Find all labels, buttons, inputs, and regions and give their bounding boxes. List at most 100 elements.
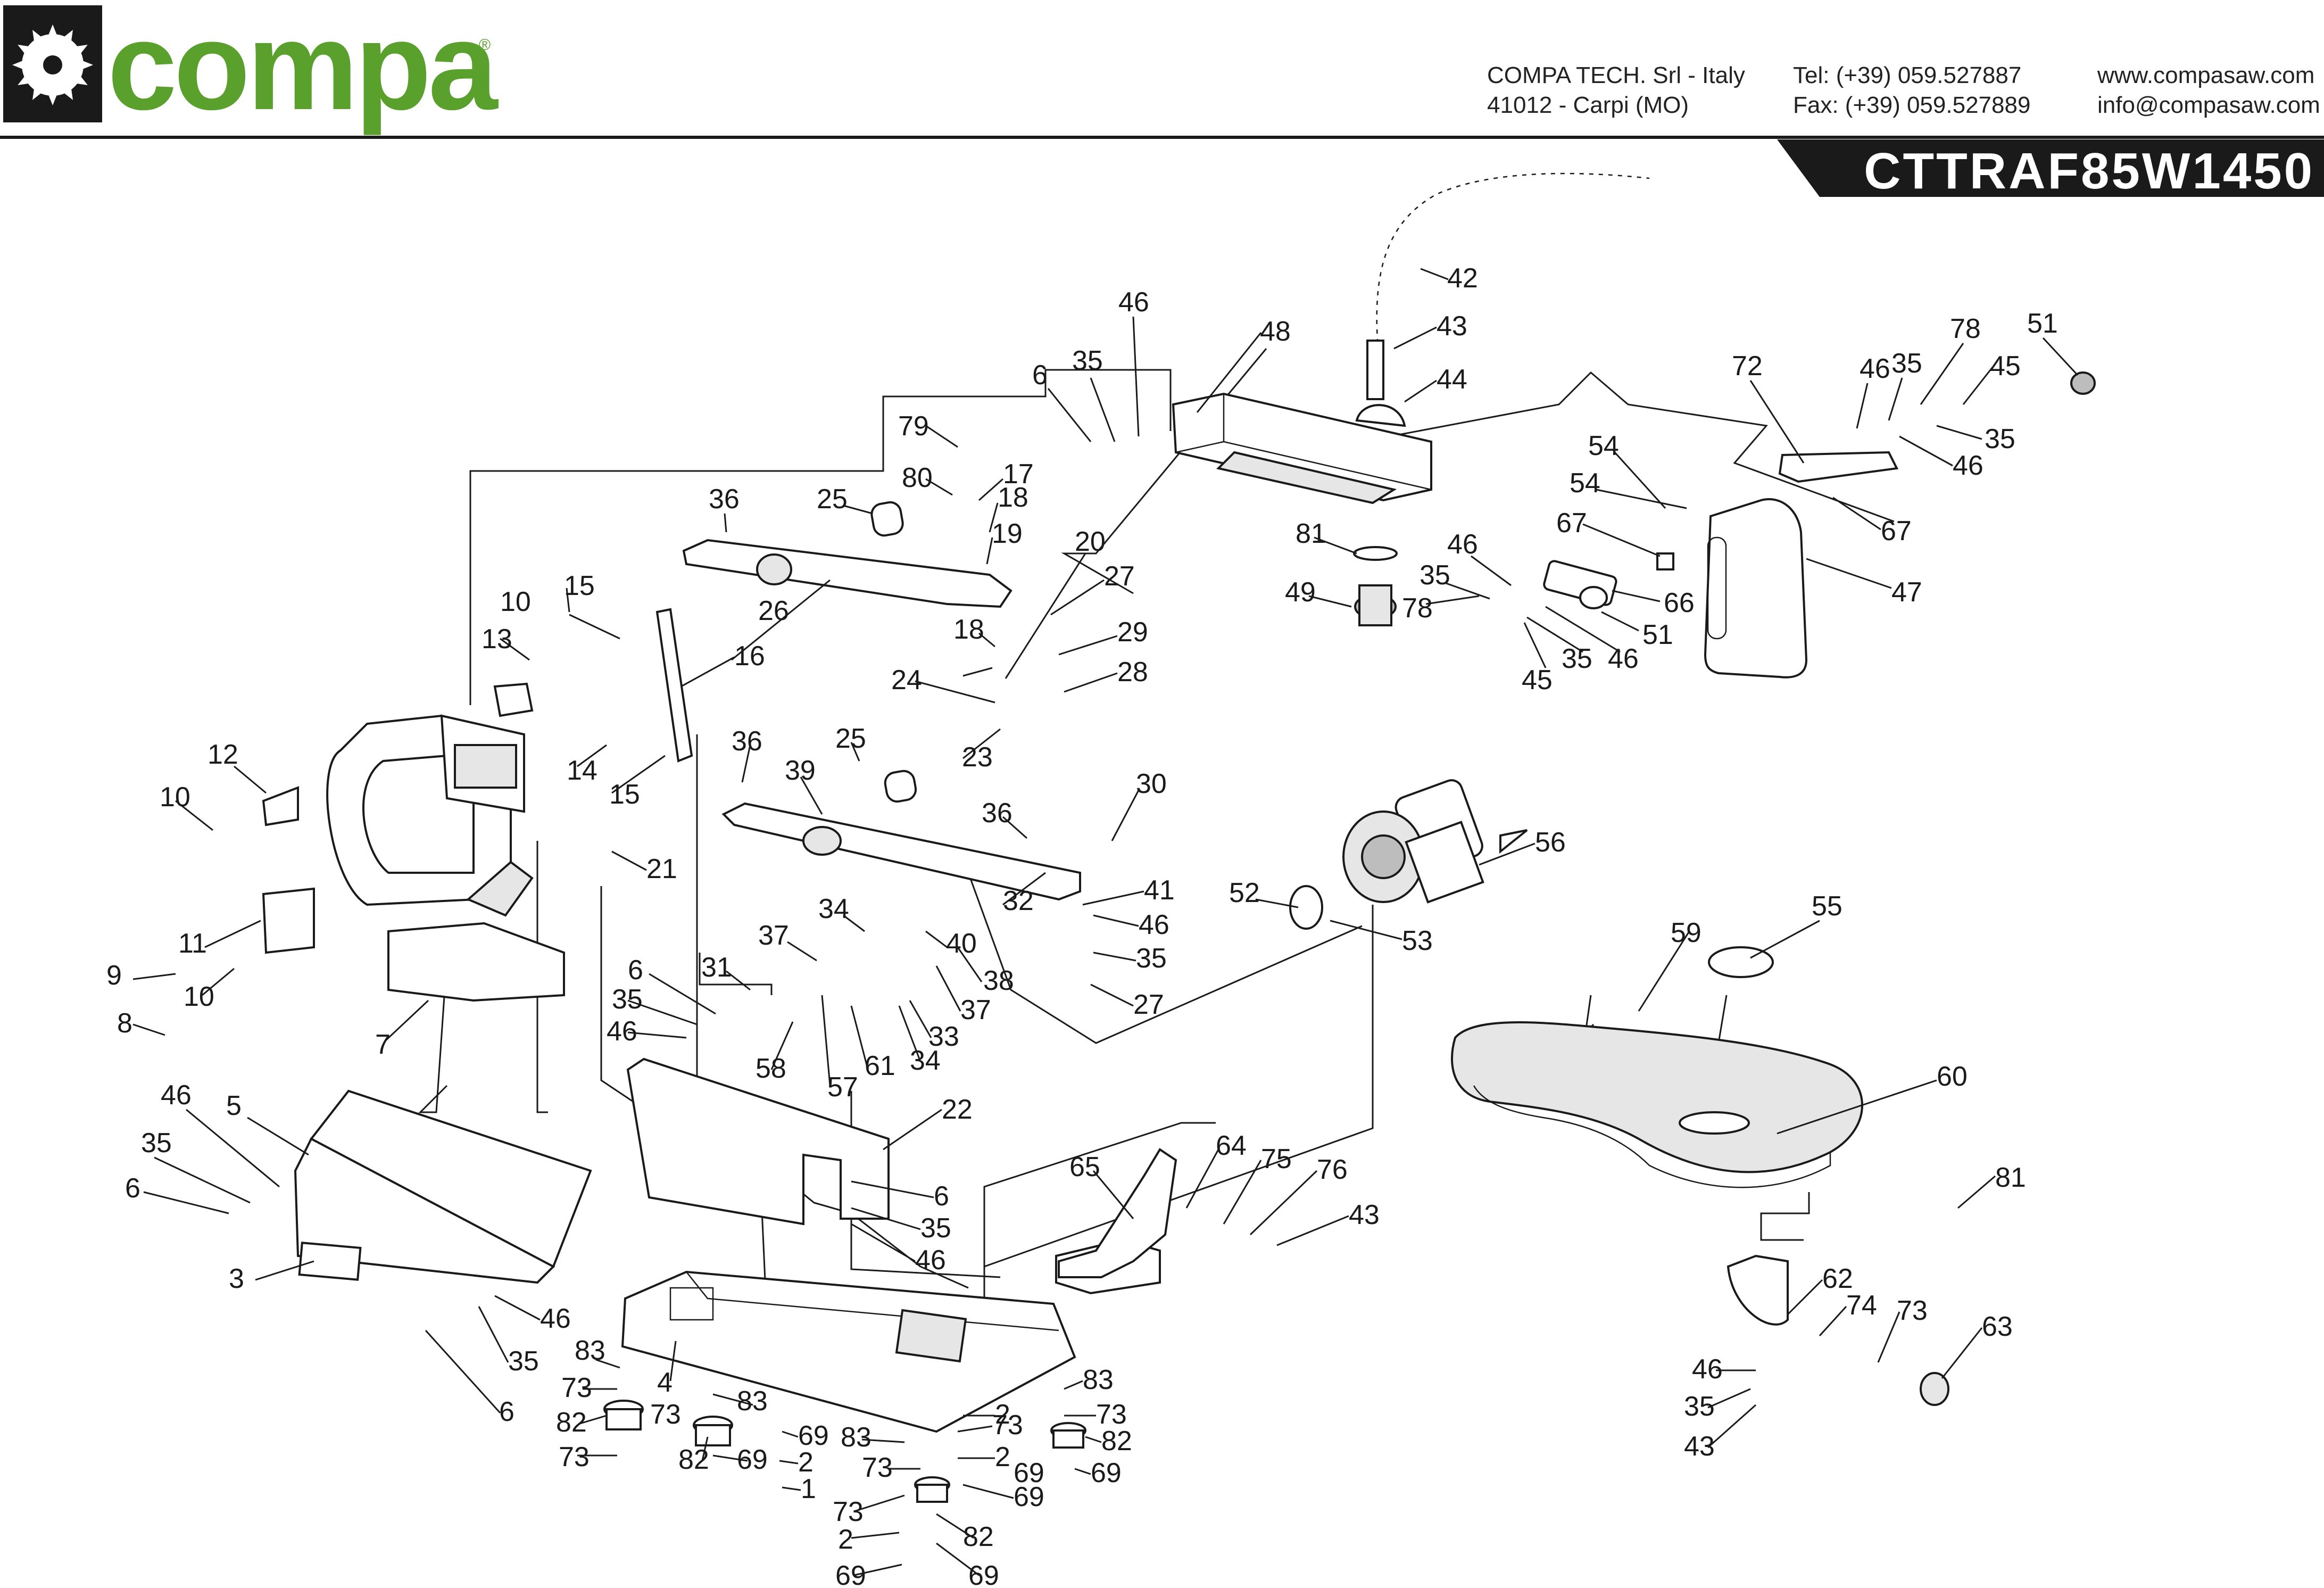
callout-label: 11 [178,928,207,959]
callout-label: 35 [1420,560,1450,591]
callout-label: 35 [1136,943,1167,974]
callout-label: 46 [1139,909,1169,940]
header-divider [0,136,2324,139]
callout-label: 46 [540,1303,571,1334]
c-frame-casting [326,714,565,1002]
callout-label: 69 [798,1420,829,1451]
callout-label: 36 [982,798,1012,829]
hold-down-bracket [1058,1148,1177,1278]
callout-label: 9 [106,960,122,991]
callout-label: 27 [1104,561,1135,592]
callout-label: 76 [1317,1154,1348,1185]
callout-label: 34 [818,894,849,924]
callout-label: 73 [559,1442,590,1473]
callout-label: 21 [646,854,677,884]
callout-label: 82 [963,1521,994,1552]
callout-label: 38 [983,965,1014,996]
rocker-arms [682,501,1081,901]
callout-label: 62 [1822,1263,1853,1294]
callout-label: 82 [1101,1426,1132,1457]
callout-label: 83 [1083,1364,1114,1395]
callout-label: 80 [902,462,933,493]
callout-label: 73 [561,1372,592,1403]
callout-label: 37 [960,995,991,1025]
callout-label: 69 [1014,1458,1044,1488]
drive-motor [1289,779,1528,930]
callout-label: 78 [1402,593,1433,624]
callout-label: 75 [1261,1144,1292,1175]
callout-label: 81 [1995,1162,2026,1193]
callout-label: 78 [1950,313,1981,344]
callout-label: 46 [1118,287,1149,318]
callout-label: 34 [910,1045,941,1076]
upper-arm-housing [1172,340,1432,626]
callout-label: 73 [1897,1295,1928,1326]
flex-air-hose [1373,170,1650,349]
callout-label: 53 [1402,925,1433,956]
callout-label: 46 [1447,529,1478,560]
callout-label: 6 [125,1173,140,1204]
callout-label: 55 [1812,891,1842,922]
company-name: COMPA TECH. Srl - Italy [1487,62,1745,88]
side-covers [262,682,890,1284]
email-link[interactable]: info@compasaw.com [2097,92,2320,118]
callout-label: 46 [915,1245,946,1276]
brand-logo-text: compa [107,0,497,136]
callout-label: 36 [732,726,762,757]
callout-label: 35 [1891,348,1922,379]
callout-label: 10 [160,782,190,813]
callout-label: 46 [1608,643,1639,674]
callout-label: 20 [1075,526,1106,557]
callout-label: 6 [1032,360,1048,391]
callout-label: 14 [567,755,597,786]
callout-label: 22 [942,1094,973,1125]
callout-label: 56 [1535,827,1566,858]
callout-label: 2 [995,1442,1010,1473]
callout-label: 47 [1891,577,1922,608]
callout-label: 51 [2027,308,2058,339]
callout-label: 67 [1556,508,1587,539]
callout-label: 73 [650,1399,681,1430]
callout-label: 26 [758,596,789,626]
callout-label: 83 [841,1422,872,1453]
callout-label: 7 [375,1029,391,1060]
callout-label: 2 [798,1447,814,1478]
callout-label: 81 [1296,518,1326,549]
saw-blade-logo-icon [3,5,102,122]
callout-label: 73 [992,1410,1023,1441]
callout-label: 2 [838,1524,853,1555]
callout-label: 58 [756,1053,786,1084]
callout-label: 28 [1117,657,1148,688]
callout-label: 36 [709,484,740,515]
callout-label: 73 [833,1496,864,1527]
callout-label: 18 [953,614,984,645]
callout-label: 1 [801,1474,816,1504]
callout-label: 60 [1937,1061,1968,1092]
callout-label: 4 [657,1367,673,1398]
callout-label: 15 [564,570,595,601]
callout-label: 6 [934,1181,949,1212]
callout-label: 46 [161,1080,192,1111]
callout-label: 10 [500,586,531,617]
blade-guard-and-bracket [1543,371,2096,679]
callout-label: 69 [1091,1458,1122,1488]
callout-label: 43 [1349,1200,1380,1230]
model-code: CTTRAF85W1450 [1864,143,2314,200]
callout-label: 49 [1285,577,1316,608]
callout-label: 65 [1069,1152,1100,1182]
callout-label: 41 [1144,875,1175,906]
callout-label: 54 [1588,431,1619,461]
registered-mark: ® [479,36,491,54]
callout-label: 46 [607,1016,637,1047]
callout-label: 82 [678,1444,709,1475]
callout-label: 48 [1260,316,1291,347]
callout-label: 69 [968,1560,999,1588]
callout-label: 33 [928,1021,959,1052]
website-link[interactable]: www.compasaw.com [2097,62,2315,88]
callout-label: 83 [737,1386,768,1417]
callout-label: 57 [827,1072,858,1103]
callout-label: 52 [1229,878,1260,908]
callout-label: 30 [1136,768,1167,799]
callout-label: 24 [891,665,922,696]
